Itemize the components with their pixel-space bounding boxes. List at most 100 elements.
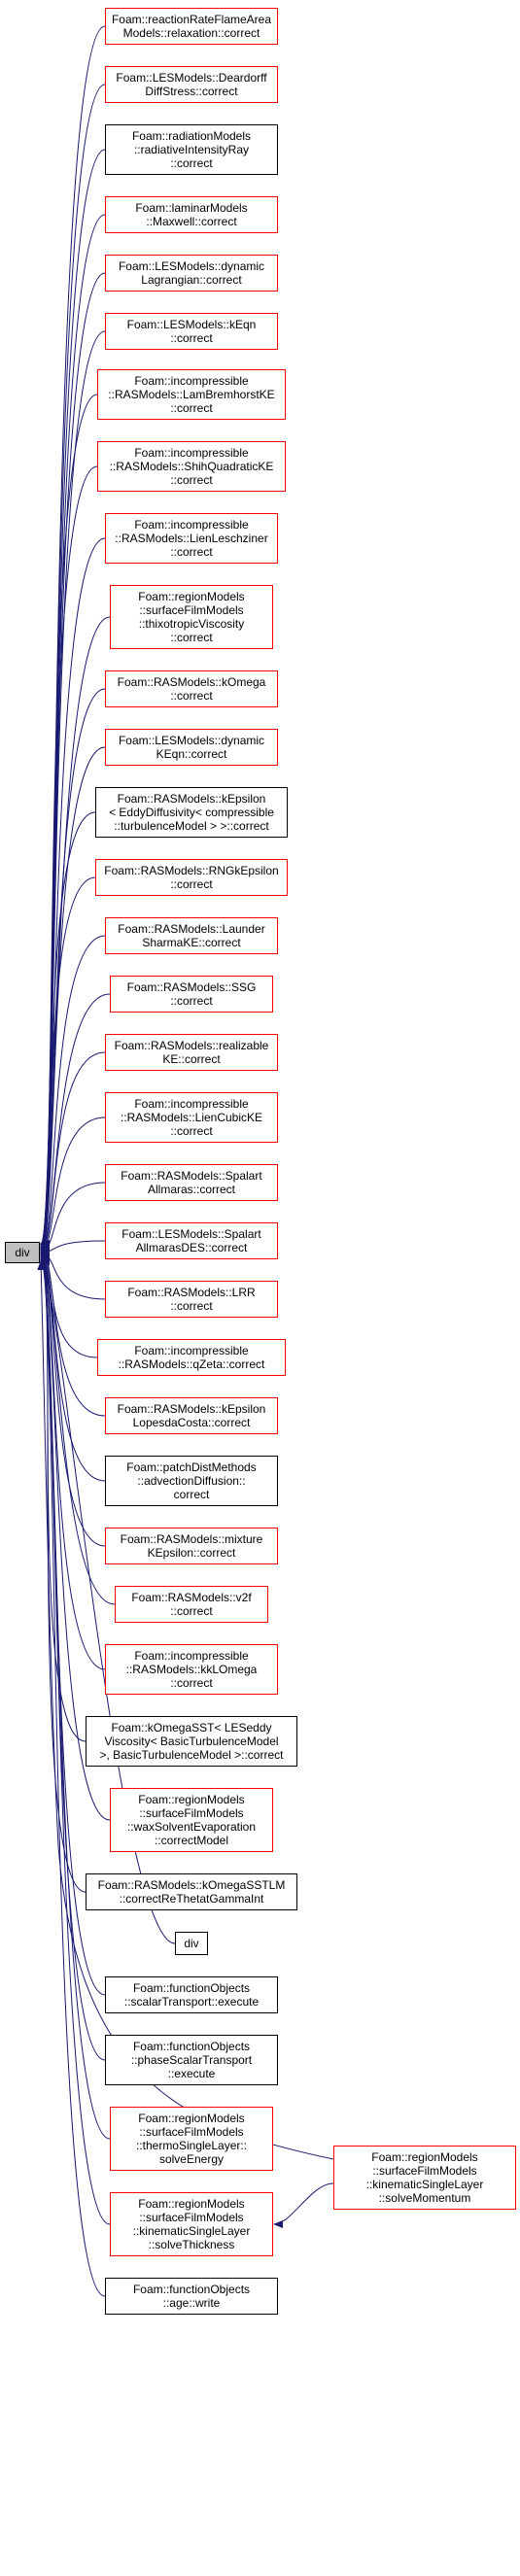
caller-node-n32[interactable]: Foam::functionObjects::scalarTransport::…: [105, 1976, 278, 2013]
node-label-line: correct: [173, 1488, 210, 1501]
node-label-line: ::surfaceFilmModels: [139, 603, 244, 617]
node-label-line: Foam::regionModels: [371, 2150, 478, 2164]
node-label-line: ::thixotropicViscosity: [138, 617, 245, 631]
edge-n9-to-root: [40, 537, 106, 1250]
node-label-line: Foam::LESModels::Deardorff: [116, 71, 267, 85]
node-label-line: ::correctModel: [154, 1834, 229, 1847]
node-label-line: Foam::regionModels: [138, 590, 245, 603]
caller-node-n26[interactable]: Foam::RASModels::v2f::correct: [115, 1586, 268, 1623]
node-label-line: ::correct: [170, 545, 213, 559]
caller-node-n21[interactable]: Foam::RASModels::LRR::correct: [105, 1281, 278, 1318]
node-label-line: Allmaras::correct: [147, 1183, 236, 1196]
caller-node-n36[interactable]: Foam::functionObjects::age::write: [105, 2278, 278, 2315]
caller-node-n22[interactable]: Foam::incompressible::RASModels::qZeta::…: [97, 1339, 286, 1376]
edge-n15-to-root: [40, 935, 106, 1254]
node-label-line: ::RASModels::LienLeschziner: [115, 532, 268, 545]
caller-node-n11[interactable]: Foam::RASModels::kOmega::correct: [105, 670, 278, 707]
node-label-line: ::turbulenceModel > >::correct: [114, 819, 269, 833]
caller-node-n18[interactable]: Foam::incompressible::RASModels::LienCub…: [105, 1092, 278, 1143]
node-label-line: ::correct: [170, 689, 213, 703]
node-label-line: ::Maxwell::correct: [146, 215, 237, 228]
caller-node-n14[interactable]: Foam::RASModels::RNGkEpsilon::correct: [95, 859, 288, 896]
caller-node-n27[interactable]: Foam::incompressible::RASModels::kkLOmeg…: [105, 1644, 278, 1695]
caller-node-n10[interactable]: Foam::regionModels::surfaceFilmModels::t…: [110, 585, 273, 649]
node-label-line: div: [184, 1937, 199, 1950]
node-label-line: Foam::LESModels::Spalart: [121, 1227, 261, 1241]
caller-node-n8[interactable]: Foam::incompressible::RASModels::ShihQua…: [97, 441, 286, 492]
edge-n37-to-root: [37, 1260, 334, 2160]
caller-node-n9[interactable]: Foam::incompressible::RASModels::LienLes…: [105, 513, 278, 564]
node-label-line: Foam::incompressible: [134, 518, 249, 532]
node-label-line: Foam::RASModels::Launder: [118, 922, 265, 936]
edge-n18-to-root: [40, 1116, 106, 1255]
node-label-line: < EddyDiffusivity< compressible: [109, 806, 274, 819]
node-label-line: >, BasicTurbulenceModel >::correct: [99, 1748, 284, 1762]
node-label-line: Foam::RASModels::kOmegaSSTLM: [97, 1878, 286, 1892]
node-label-line: Foam::RASModels::kOmega: [117, 675, 266, 689]
caller-node-n16[interactable]: Foam::RASModels::SSG::correct: [110, 976, 273, 1013]
edge-n20-to-root: [40, 1240, 106, 1256]
edge-n37-to-n35: [273, 2182, 334, 2228]
caller-node-n24[interactable]: Foam::patchDistMethods::advectionDiffusi…: [105, 1456, 278, 1506]
node-label-line: ::surfaceFilmModels: [139, 2211, 244, 2224]
edge-n26-to-root: [40, 1252, 116, 1605]
node-label-line: ::thermoSingleLayer::: [135, 2139, 248, 2152]
caller-node-n30[interactable]: Foam::RASModels::kOmegaSSTLM::correctReT…: [86, 1873, 297, 1910]
node-label-line: ::phaseScalarTransport: [130, 2053, 253, 2067]
node-label-line: Lagrangian::correct: [141, 273, 242, 287]
node-label-line: KEpsilon::correct: [147, 1546, 236, 1560]
caller-node-n34[interactable]: Foam::regionModels::surfaceFilmModels::t…: [110, 2107, 273, 2171]
node-label-line: Foam::functionObjects: [132, 2283, 251, 2296]
node-label-line: SharmaKE::correct: [142, 936, 241, 949]
node-label-line: ::correct: [170, 331, 213, 345]
node-label-line: ::RASModels::ShihQuadraticKE: [109, 460, 274, 473]
node-label-line: Foam::RASModels::Spalart: [121, 1169, 262, 1183]
node-label-line: ::RASModels::qZeta::correct: [118, 1357, 265, 1371]
caller-node-n35[interactable]: Foam::regionModels::surfaceFilmModels::k…: [110, 2192, 273, 2256]
caller-node-n37[interactable]: Foam::regionModels::surfaceFilmModels::k…: [333, 2146, 516, 2210]
node-label-line: Foam::RASModels::realizable: [114, 1039, 269, 1052]
caller-node-n29[interactable]: Foam::regionModels::surfaceFilmModels::w…: [110, 1788, 273, 1852]
caller-node-n6[interactable]: Foam::LESModels::kEqn::correct: [105, 313, 278, 350]
node-label-line: ::kinematicSingleLayer: [365, 2178, 484, 2191]
node-label-line: ::surfaceFilmModels: [139, 2125, 244, 2139]
node-label-line: Foam::LESModels::kEqn: [126, 318, 257, 331]
node-label-line: Foam::incompressible: [134, 446, 249, 460]
edge-n36-to-root: [40, 1257, 106, 2297]
caller-node-n31[interactable]: div: [175, 1932, 208, 1955]
node-label-line: Foam::kOmegaSST< LESeddy: [111, 1721, 272, 1735]
node-label-line: Models::relaxation::correct: [122, 26, 260, 40]
caller-node-n7[interactable]: Foam::incompressible::RASModels::LamBrem…: [97, 369, 286, 420]
node-label-line: Foam::radiationModels: [131, 129, 252, 143]
root-node-label: div: [15, 1246, 30, 1259]
caller-node-n33[interactable]: Foam::functionObjects::phaseScalarTransp…: [105, 2035, 278, 2085]
node-label-line: Foam::RASModels::mixture: [120, 1532, 263, 1546]
edge-n14-to-root: [40, 876, 96, 1253]
node-label-line: Foam::reactionRateFlameArea: [111, 13, 272, 26]
node-label-line: ::correct: [170, 1604, 213, 1618]
caller-node-n13[interactable]: Foam::RASModels::kEpsilon< EddyDiffusivi…: [95, 787, 288, 838]
edge-n35-to-root: [40, 1257, 111, 2225]
node-label-line: ::RASModels::LamBremhorstKE: [108, 388, 275, 401]
node-label-line: ::correct: [170, 994, 213, 1008]
edge-n17-to-root: [40, 1051, 106, 1254]
caller-node-n3[interactable]: Foam::radiationModels::radiativeIntensit…: [105, 124, 278, 175]
node-label-line: KE::correct: [162, 1052, 221, 1066]
caller-node-n4[interactable]: Foam::laminarModels::Maxwell::correct: [105, 196, 278, 233]
node-label-line: ::advectionDiffusion::: [137, 1474, 246, 1488]
node-label-line: Foam::functionObjects: [132, 2040, 251, 2053]
node-label-line: Foam::functionObjects: [132, 1981, 251, 1995]
node-label-line: ::execute: [167, 2067, 216, 2080]
node-label-line: Foam::LESModels::dynamic: [118, 734, 265, 747]
